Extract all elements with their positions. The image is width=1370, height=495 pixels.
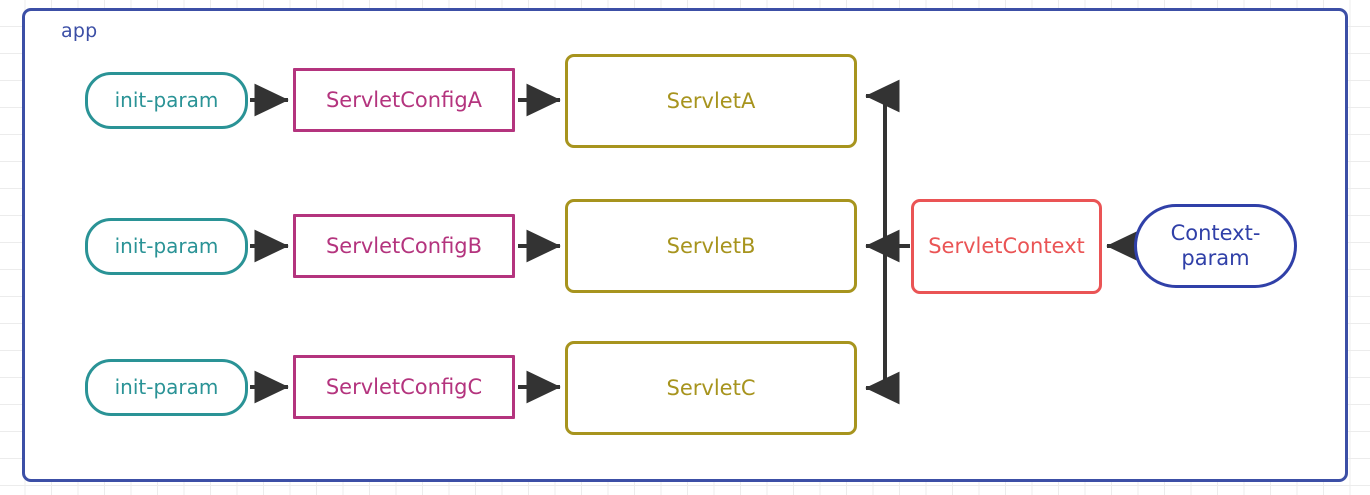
node-init-param-c[interactable]: init-param bbox=[85, 359, 248, 416]
node-label: ServletContext bbox=[928, 234, 1085, 259]
node-label: init-param bbox=[114, 233, 219, 258]
app-container-label: app bbox=[61, 20, 98, 42]
node-servlet-context[interactable]: ServletContext bbox=[911, 199, 1102, 294]
node-init-param-b[interactable]: init-param bbox=[85, 218, 248, 275]
node-label: ServletB bbox=[666, 233, 756, 258]
node-servlet-config-b[interactable]: ServletConfigB bbox=[293, 214, 515, 278]
node-servlet-a[interactable]: ServletA bbox=[565, 54, 857, 148]
node-init-param-a[interactable]: init-param bbox=[85, 72, 248, 129]
node-label: init-param bbox=[114, 87, 219, 112]
node-servlet-b[interactable]: ServletB bbox=[565, 199, 857, 293]
node-label: ServletC bbox=[666, 375, 756, 400]
node-servlet-c[interactable]: ServletC bbox=[565, 341, 857, 435]
node-label: ServletConfigC bbox=[325, 374, 483, 399]
node-label: init-param bbox=[114, 374, 219, 399]
node-label: Context- param bbox=[1170, 221, 1261, 270]
node-context-param[interactable]: Context- param bbox=[1134, 204, 1297, 288]
node-servlet-config-a[interactable]: ServletConfigA bbox=[293, 68, 515, 132]
node-servlet-config-c[interactable]: ServletConfigC bbox=[293, 355, 515, 419]
node-label: ServletConfigA bbox=[325, 87, 483, 112]
node-label: ServletA bbox=[666, 88, 756, 113]
node-label: ServletConfigB bbox=[325, 233, 483, 258]
